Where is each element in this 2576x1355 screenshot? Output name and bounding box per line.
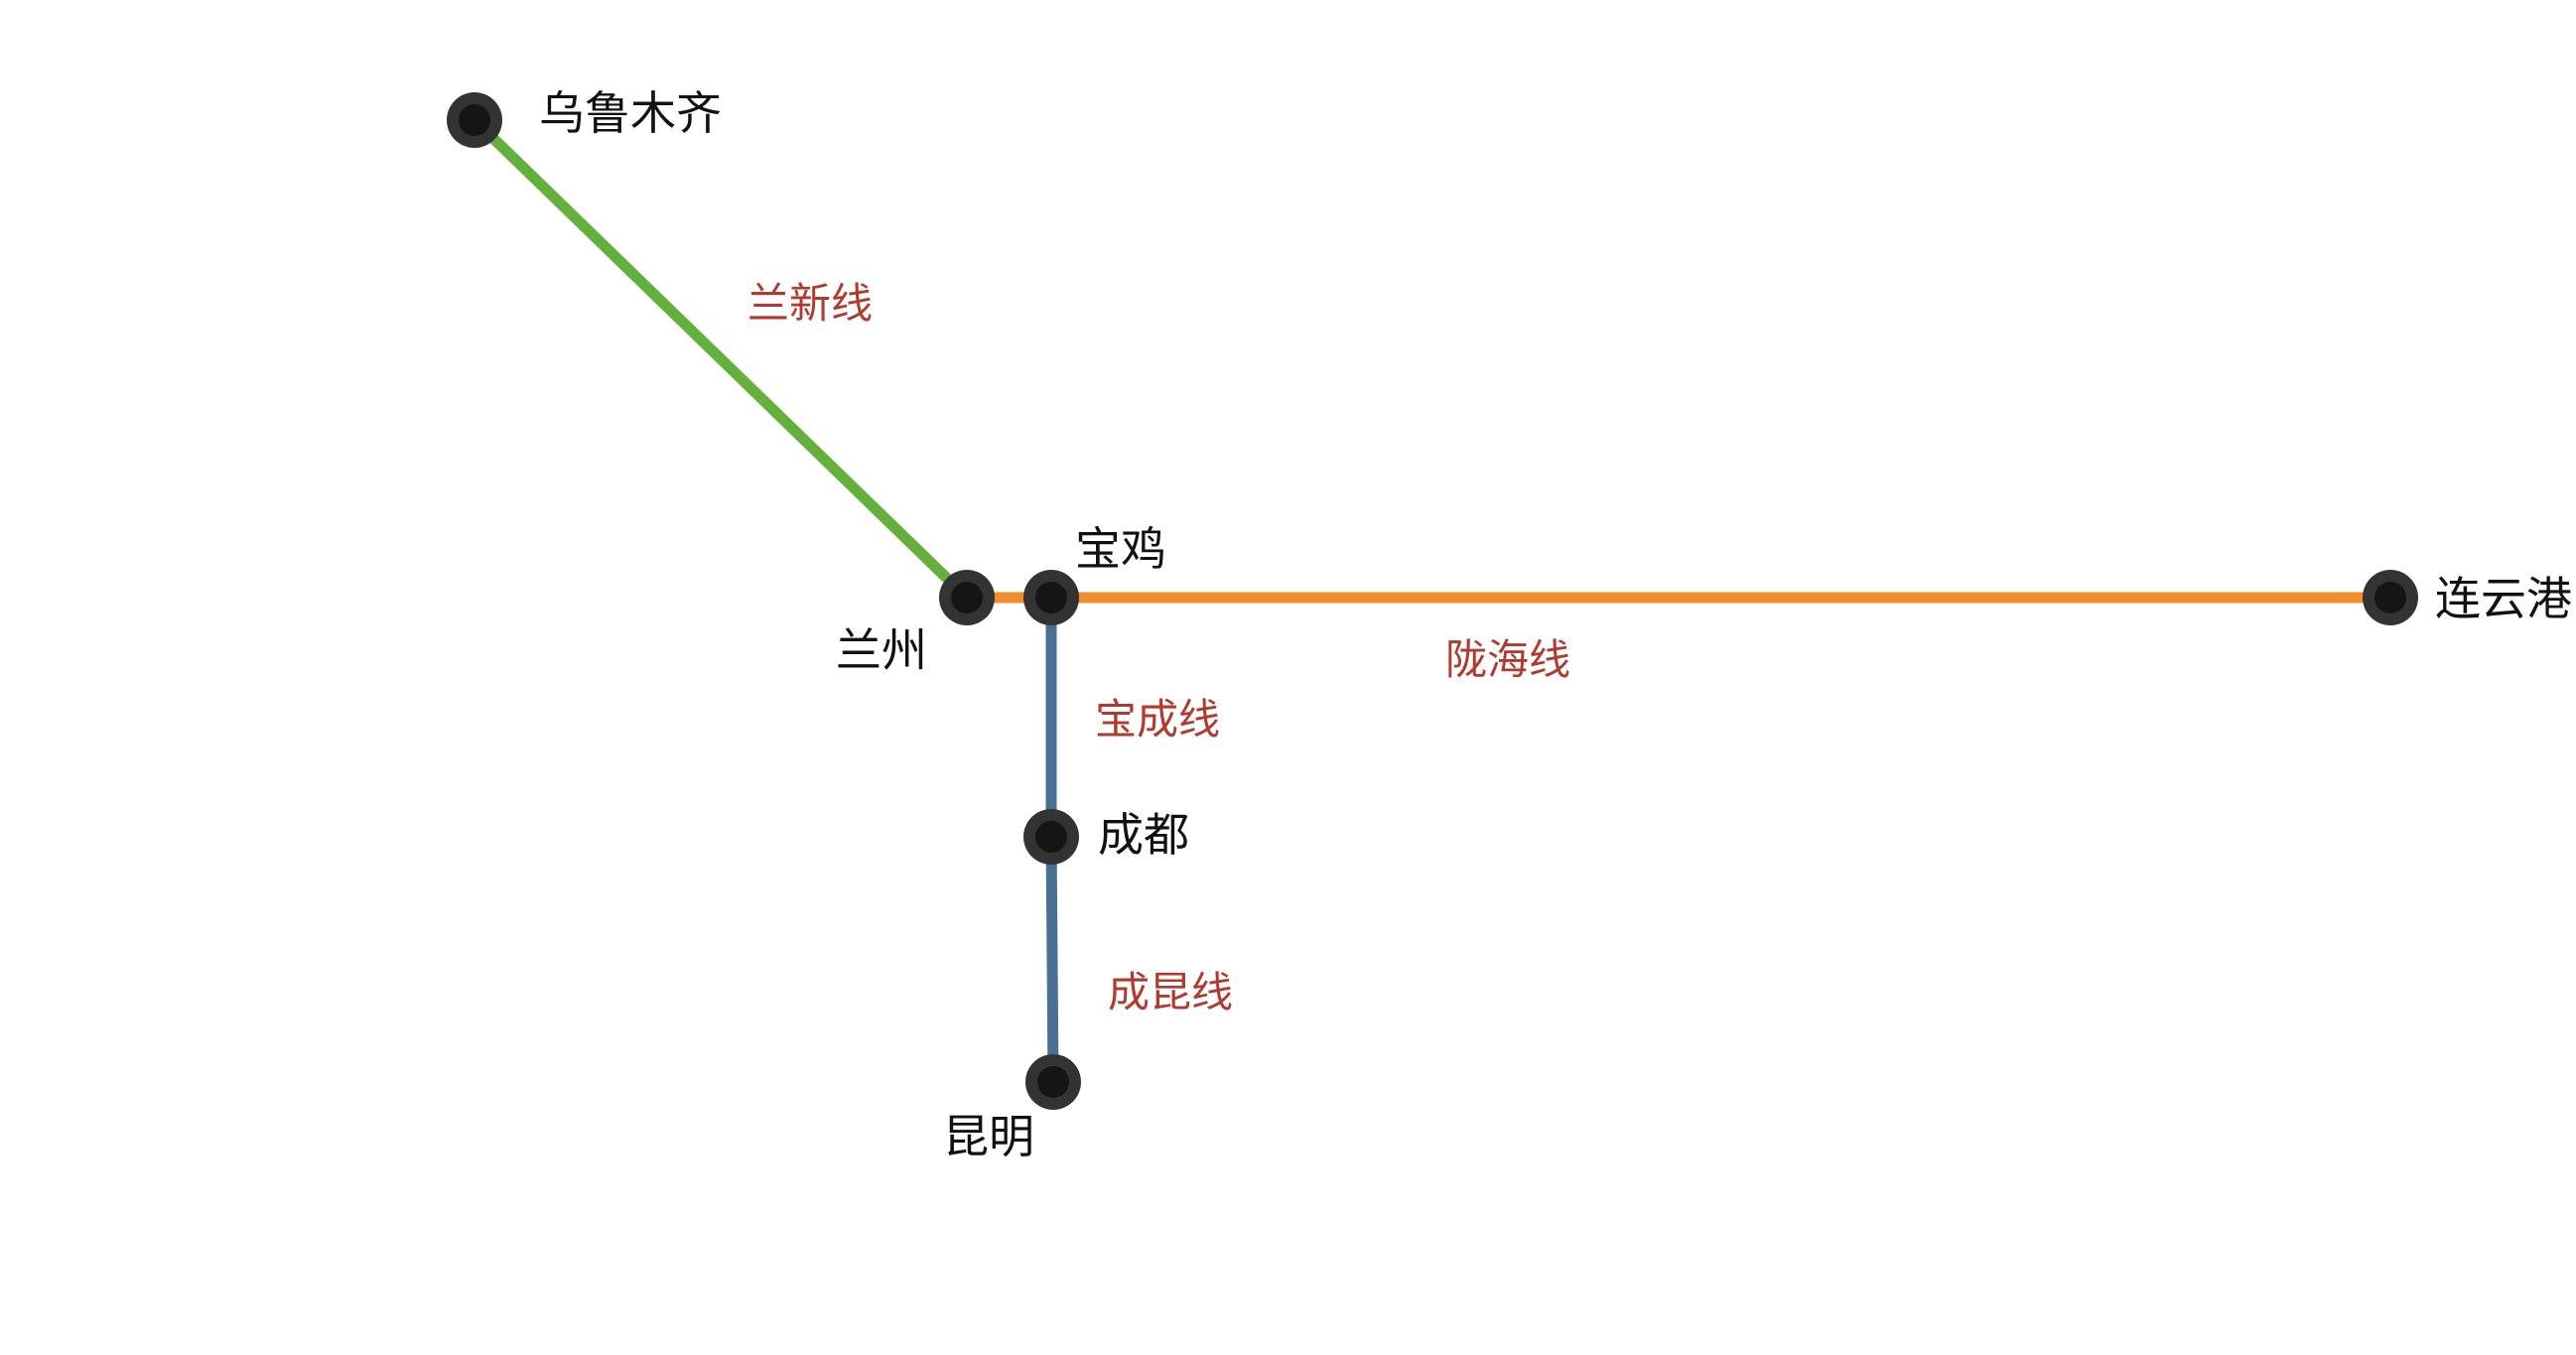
station-chengdu[interactable]	[1023, 809, 1079, 865]
station-marker-core	[951, 582, 983, 613]
station-marker-core	[1035, 821, 1067, 853]
station-label: 连云港	[2435, 572, 2572, 625]
station-marker-core	[1037, 1066, 1069, 1098]
stations	[447, 92, 2418, 1110]
station-urumqi[interactable]	[447, 92, 502, 148]
station-baoji[interactable]	[1023, 570, 1079, 625]
station-lianyungang[interactable]	[2363, 570, 2418, 625]
station-kunming[interactable]	[1025, 1054, 1081, 1110]
station-marker-core	[1035, 582, 1067, 613]
line-label: 宝成线	[1095, 695, 1220, 744]
station-label: 兰州	[836, 623, 927, 677]
railway-line-segment	[1045, 836, 1059, 1083]
station-lanzhou[interactable]	[939, 570, 995, 625]
line-label: 成昆线	[1108, 968, 1233, 1016]
line-label: 陇海线	[1445, 635, 1570, 684]
railway-line-segment	[471, 116, 971, 602]
railway-lines	[471, 116, 2390, 1083]
station-label: 成都	[1098, 808, 1189, 862]
station-label: 乌鲁木齐	[539, 86, 722, 140]
station-label: 宝鸡	[1075, 522, 1166, 576]
station-label: 昆明	[943, 1110, 1034, 1163]
station-marker-core	[2374, 582, 2406, 613]
station-marker-core	[459, 104, 490, 136]
line-label: 兰新线	[747, 279, 873, 328]
